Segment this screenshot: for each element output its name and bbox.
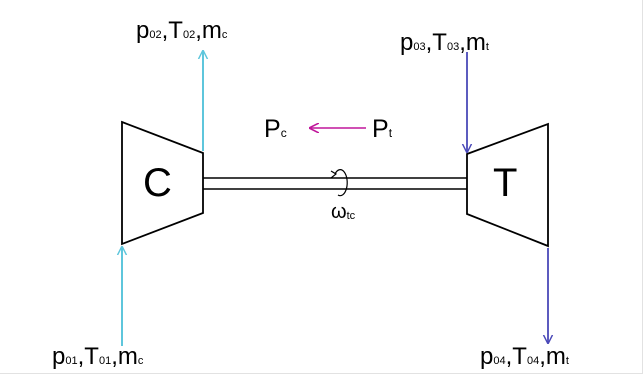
- turbine-body: [466, 122, 549, 248]
- compressor-power-subscript: c: [281, 126, 287, 140]
- rotation-arrowhead-icon: [330, 170, 338, 179]
- angular-speed-subscript: tc: [347, 210, 356, 222]
- compressor-inlet-state: p01,T01,mc: [52, 343, 144, 370]
- compressor-outlet-state: p02,T02,mc: [136, 17, 228, 44]
- compressor-power-label: Pc: [264, 115, 287, 143]
- turbine-label: T: [493, 161, 517, 205]
- turbine-power-label: Pt: [372, 115, 393, 143]
- compressor-power-symbol: P: [264, 115, 281, 143]
- angular-speed-label: ωtc: [331, 201, 356, 223]
- turbine-power-symbol: P: [372, 115, 389, 143]
- compressor-body: [121, 120, 204, 246]
- compressor-label: C: [143, 161, 172, 205]
- rotation-arrow-icon: [334, 169, 348, 197]
- angular-speed-symbol: ω: [331, 201, 347, 223]
- turbine-outlet-state: p04,T04,mt: [480, 343, 569, 370]
- turbine-power-subscript: t: [389, 126, 393, 140]
- shaft: [203, 177, 467, 190]
- turbine-inlet-state: p03,T03,mt: [400, 29, 489, 56]
